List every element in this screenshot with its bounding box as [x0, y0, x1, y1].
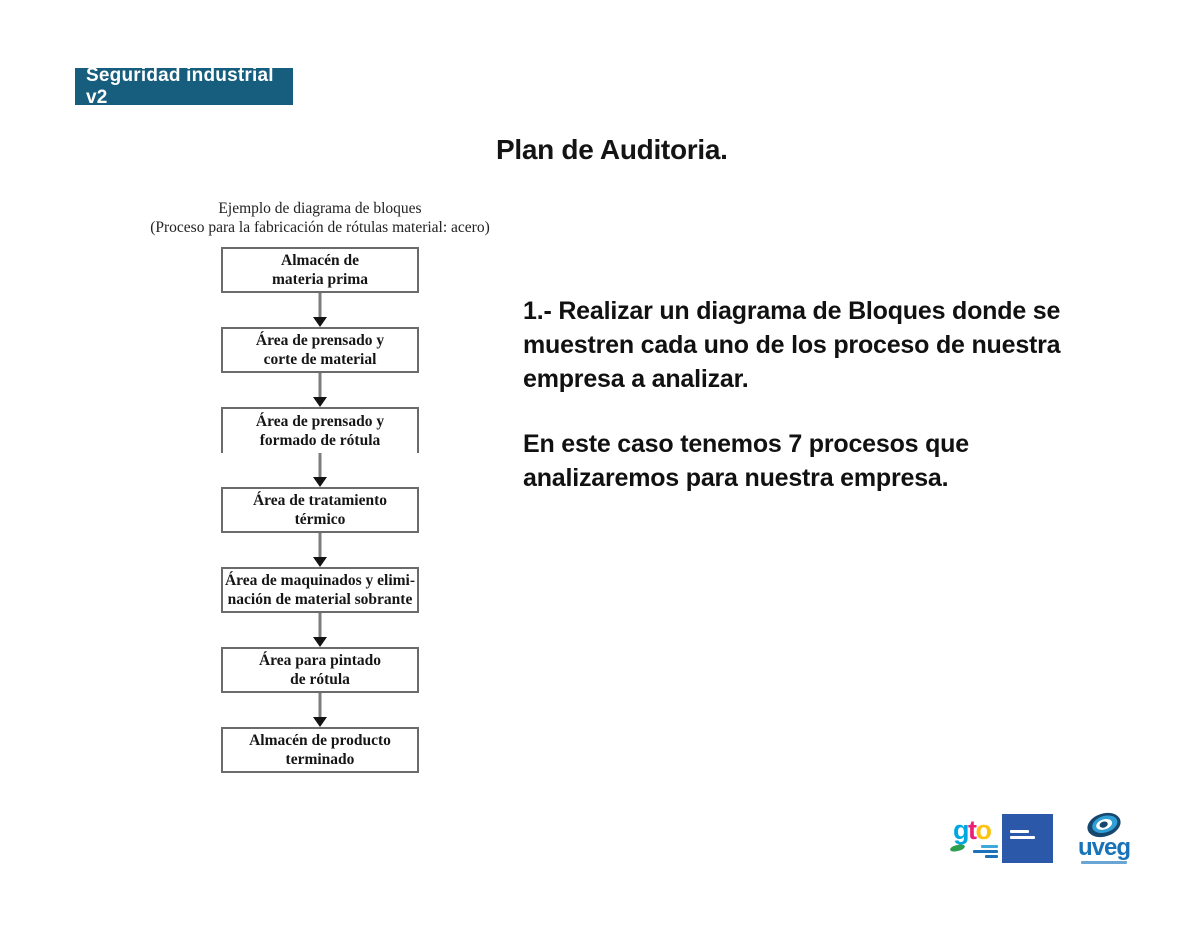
uveg-tagline — [1081, 861, 1127, 864]
paragraph1-line1: 1.- Realizar un diagrama de Bloques dond… — [523, 297, 1061, 325]
uveg-logo: uveg — [1074, 809, 1134, 864]
arrow-head-icon — [313, 557, 327, 567]
down-arrow-connector — [221, 613, 419, 647]
course-badge: Seguridad industrial v2 — [75, 65, 293, 108]
arrow-stem — [318, 613, 322, 639]
paragraph1-line3: empresa a analizar. — [523, 365, 749, 393]
down-arrow-connector — [221, 453, 419, 487]
diagram-block-prensado-formado: Área de prensado y formado de rótula — [221, 407, 419, 453]
diagram-heading-line2: (Proceso para la fabricación de rótulas … — [150, 219, 490, 236]
down-arrow-connector — [221, 533, 419, 567]
down-arrow-connector — [221, 293, 419, 327]
arrow-head-icon — [313, 717, 327, 727]
gto-letter-g: g — [953, 815, 970, 845]
gto-tagline — [953, 845, 1001, 858]
arrow-stem — [318, 533, 322, 559]
arrow-head-icon — [313, 637, 327, 647]
arrow-stem — [318, 693, 322, 719]
diagram-heading: Ejemplo de diagrama de bloques (Proceso … — [150, 199, 490, 237]
paragraph2-line2: analizaremos para nuestra empresa. — [523, 464, 949, 492]
instruction-paragraph-2: En este caso tenemos 7 procesos que anal… — [523, 427, 1068, 495]
arrow-stem — [318, 293, 322, 319]
arrow-head-icon — [313, 317, 327, 327]
diagram-block-pintado-rotula: Área para pintado de rótula — [221, 647, 419, 693]
diagram-block-producto-terminado: Almacén de producto terminado — [221, 727, 419, 773]
page-title: Plan de Auditoria. — [496, 134, 728, 165]
paragraph2-line1: En este caso tenemos 7 procesos que — [523, 430, 969, 458]
diagram-block-maquinados-eliminacion: Área de maquinados y elimi- nación de ma… — [221, 567, 419, 613]
gto-letter-o: o — [975, 815, 993, 845]
diagram-heading-line1: Ejemplo de diagrama de bloques — [218, 200, 422, 217]
instructions-text: 1.- Realizar un diagrama de Bloques dond… — [523, 294, 1068, 495]
gto-wordmark: gto — [953, 815, 1001, 845]
diagram-block-tratamiento-termico: Área de tratamiento térmico — [221, 487, 419, 533]
diagram-block-prensado-corte: Área de prensado y corte de material — [221, 327, 419, 373]
guanajuato-government-logo — [1002, 814, 1053, 863]
gto-letter-t: t — [968, 815, 977, 845]
down-arrow-connector — [221, 373, 419, 407]
uveg-swirl-icon — [1087, 812, 1121, 838]
arrow-stem — [318, 373, 322, 399]
arrow-stem — [318, 453, 322, 479]
diagram-flow: Almacén de materia prima Área de prensad… — [221, 199, 419, 773]
diagram-block-almacen-materia-prima: Almacén de materia prima — [221, 247, 419, 293]
uveg-wordmark: uveg — [1077, 834, 1131, 861]
down-arrow-connector — [221, 693, 419, 727]
arrow-head-icon — [313, 397, 327, 407]
paragraph1-line2: muestren cada uno de los proceso de nues… — [523, 331, 1061, 359]
gto-logo: gto — [949, 815, 1001, 858]
instruction-paragraph-1: 1.- Realizar un diagrama de Bloques dond… — [523, 294, 1068, 396]
arrow-head-icon — [313, 477, 327, 487]
block-diagram: Ejemplo de diagrama de bloques (Proceso … — [150, 199, 490, 773]
